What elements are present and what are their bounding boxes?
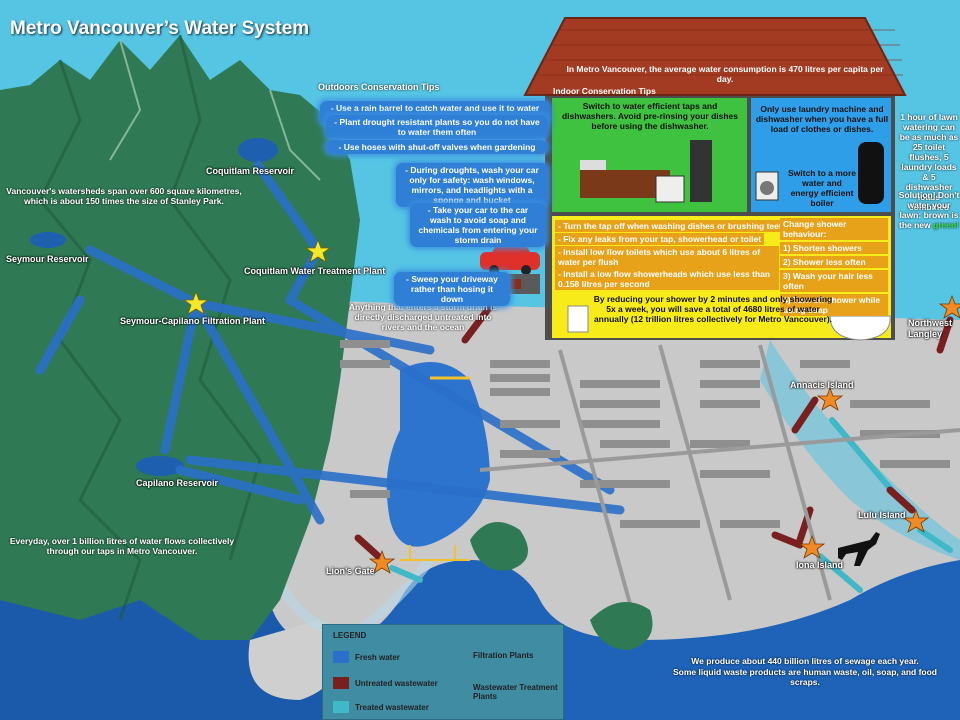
filtration-star-seymour-capilano <box>182 290 210 315</box>
legend-wastewater-label: Wastewater Treatment Plants <box>473 683 558 701</box>
wastewater-star-langley <box>938 294 960 319</box>
lawn-solution-b: the new <box>899 220 934 230</box>
legend-filtration-label: Filtration Plants <box>473 651 534 660</box>
lawn-fact: 1 hour of lawn watering can be as much a… <box>899 112 959 212</box>
label-seymour-reservoir: Seymour Reservoir <box>6 254 89 264</box>
legend-swatch-untreated <box>333 677 349 689</box>
shower-item: 3) Wash your hair less often <box>780 270 888 292</box>
label-lulu-island: Lulu Island <box>858 510 906 520</box>
label-seymour-capilano-plant: Seymour-Capilano Filtration Plant <box>120 316 266 326</box>
watersheds-fact: Vancouver's watersheds span over 600 squ… <box>6 186 242 206</box>
label-coquitlam-plant: Coquitlam Water Treatment Plant <box>244 266 386 276</box>
sewage-fact-1: We produce about 440 billion litres of s… <box>691 656 919 666</box>
outdoor-tip: - Take your car to the car wash to avoid… <box>410 203 546 247</box>
boiler-tip: Switch to a more water and energy effici… <box>788 168 857 208</box>
label-iona-island: Iona Island <box>796 560 844 570</box>
outdoor-tip: - During droughts, wash your car only fo… <box>396 163 548 207</box>
label-annacis-island: Annacis Island <box>790 380 854 390</box>
bath-tip: - Install low flow toilets which use abo… <box>555 246 779 268</box>
outdoor-tip: - Plant drought resistant plants so you … <box>326 115 548 139</box>
bath-tip: - Turn the tap off when washing dishes o… <box>555 220 790 232</box>
label-capilano-reservoir: Capilano Reservoir <box>136 478 219 488</box>
lawn-solution: Solution! Don't water your lawn: brown i… <box>898 190 960 230</box>
daily-flow-fact: Everyday, over 1 billion litres of water… <box>9 536 235 556</box>
shower-savings-text: By reducing your shower by 2 minutes and… <box>593 294 833 324</box>
label-lions-gate: Lion’s Gate <box>326 566 375 576</box>
label-coquitlam-reservoir: Coquitlam Reservoir <box>206 166 295 176</box>
label-northwest-langley: Northwest Langley <box>908 318 953 339</box>
legend-swatch-fresh <box>333 651 349 663</box>
laundry-tip: Only use laundry machine and dishwasher … <box>755 104 889 134</box>
bath-tip: - Install a low flow showerheads which u… <box>555 268 779 290</box>
shower-heading: Change shower behaviour: <box>780 218 888 240</box>
lawn-solution-green: green! <box>933 220 959 230</box>
outdoor-tip: - Use hoses with shut-off valves when ga… <box>326 140 548 154</box>
indoor-tips-heading: Indoor Conservation Tips <box>553 86 656 96</box>
roof-consumption-text: In Metro Vancouver, the average water co… <box>566 64 884 84</box>
legend: LEGEND Fresh water Untreated wastewater … <box>322 624 564 720</box>
wastewater-star-lulu <box>902 508 930 533</box>
wastewater-star-iona <box>798 534 826 559</box>
sewage-fact-2: Some liquid waste products are human was… <box>672 667 937 687</box>
page-title: Metro Vancouver’s Water System <box>10 18 310 39</box>
roof <box>523 17 907 96</box>
shower-item: 2) Shower less often <box>780 256 888 268</box>
storm-drain-fact: Anything that enters a storm drain is di… <box>348 302 498 332</box>
legend-fresh-label: Fresh water <box>355 653 400 662</box>
wastewater-star-annacis <box>816 386 844 411</box>
wastewater-star-lions-gate <box>368 549 396 574</box>
bath-tip: - Fix any leaks from your tap, showerhea… <box>555 233 765 245</box>
legend-treated-label: Treated wastewater <box>355 703 429 712</box>
shower-item: 1) Shorten showers <box>780 242 888 254</box>
shower-behaviour-list: Change shower behaviour: 1) Shorten show… <box>780 218 888 316</box>
outdoor-tip: - Sweep your driveway rather than hosing… <box>394 272 510 306</box>
lawn-solution-a: Solution! Don't water your lawn: brown i… <box>898 190 960 220</box>
legend-untreated-label: Untreated wastewater <box>355 679 438 688</box>
legend-swatch-treated <box>333 701 349 713</box>
filtration-star-coquitlam <box>304 238 332 263</box>
kitchen-tip: Switch to water efficient taps and dishw… <box>561 101 739 131</box>
outdoor-tips-heading: Outdoors Conservation Tips <box>318 82 440 92</box>
legend-title: LEGEND <box>333 631 367 640</box>
shower-item: 4) Turn off shower while using soap <box>780 294 888 316</box>
